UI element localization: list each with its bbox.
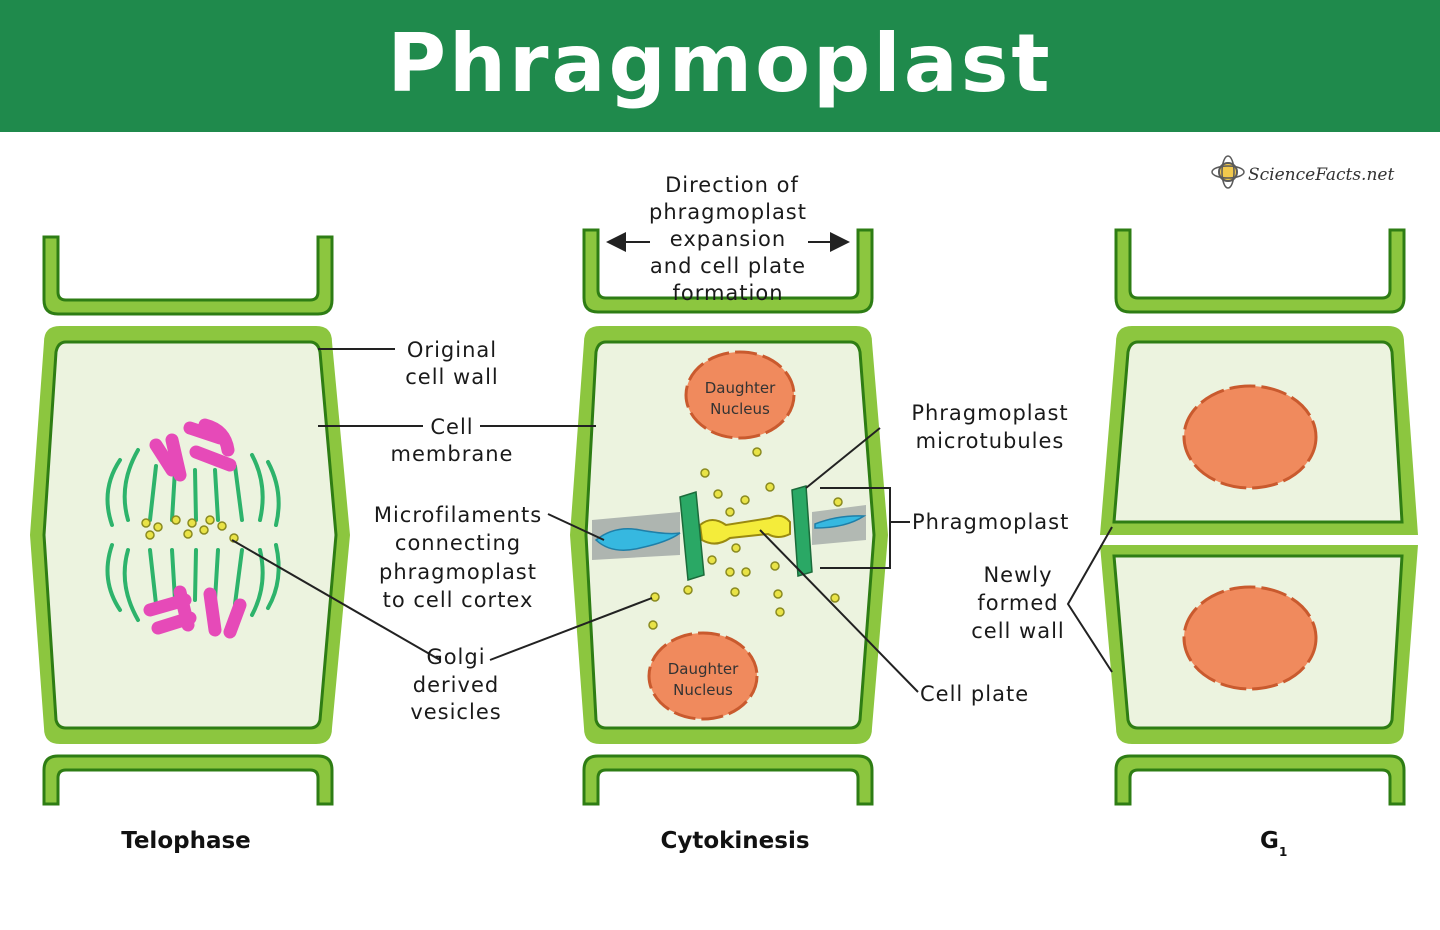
direction-label-line: Direction of	[665, 173, 799, 197]
newly-formed-cell-wall-label: Newly formed cell wall	[971, 563, 1065, 643]
atom-icon	[1218, 162, 1238, 182]
original-cell-wall-label: Original cell wall	[405, 338, 499, 389]
cell-plate	[698, 514, 791, 545]
newly-formed-label-line: Newly	[983, 563, 1052, 587]
top-neighbor-wall	[42, 235, 334, 316]
page-title: Phragmoplast	[387, 17, 1053, 110]
daughter-nucleus-label: Daughter	[668, 660, 739, 678]
direction-label-line: formation	[672, 281, 783, 305]
top-neighbor-wall	[582, 228, 874, 314]
microfilaments-label: Microfilaments connecting phragmoplast t…	[374, 503, 542, 612]
golgi-vesicles-telophase	[141, 515, 239, 543]
logo-text: ScienceFacts.net	[1248, 165, 1394, 185]
stage-label-g1-subscript: 1	[1279, 845, 1287, 859]
phragmoplast-label: Phragmoplast	[912, 510, 1069, 534]
microfilaments-label-line: Microfilaments	[374, 503, 542, 527]
daughter-nucleus-label: Nucleus	[673, 681, 733, 699]
stage-label-g1-letter: G	[1260, 828, 1279, 854]
direction-label: Direction of phragmoplast expansion and …	[649, 173, 807, 305]
golgi-label-line: derived	[413, 673, 499, 697]
top-neighbor-wall	[1114, 228, 1406, 314]
g1-nucleus-lower	[1182, 585, 1318, 691]
original-cell-wall-label-line: Original	[407, 338, 497, 362]
newly-formed-label-line: cell wall	[971, 619, 1065, 643]
phragmoplast-microtubules-label-line: Phragmoplast	[911, 401, 1068, 425]
bottom-neighbor-wall	[582, 754, 874, 806]
title-banner	[0, 0, 1440, 132]
daughter-nucleus-top: Daughter Nucleus	[684, 350, 796, 440]
original-cell-wall-label-line: cell wall	[405, 365, 499, 389]
cytokinesis-cell: Daughter Nucleus Daughter Nucleus	[570, 228, 888, 806]
microfilaments-label-line: connecting	[395, 531, 521, 555]
cell-membrane-label-line: Cell	[430, 415, 473, 439]
cell-plate-label: Cell plate	[920, 682, 1029, 706]
golgi-label: Golgi derived vesicles	[410, 645, 501, 724]
daughter-nucleus-label: Nucleus	[710, 400, 770, 418]
stage-label-cytokinesis: Cytokinesis	[660, 828, 809, 854]
direction-label-line: expansion	[670, 227, 786, 251]
microfilaments	[592, 505, 867, 560]
leader-lines	[231, 232, 1113, 693]
telophase-cell	[30, 235, 350, 806]
direction-label-line: and cell plate	[650, 254, 806, 278]
cell-membrane-label-line: membrane	[391, 442, 514, 466]
newly-formed-label-line: formed	[977, 591, 1058, 615]
direction-label-line: phragmoplast	[649, 200, 807, 224]
cell-membrane-label: Cell membrane	[391, 415, 514, 466]
golgi-label-line: Golgi	[426, 645, 485, 669]
stage-label-g1: G 1	[1260, 828, 1287, 859]
golgi-label-line: vesicles	[410, 700, 501, 724]
phragmoplast-microtubules-label: Phragmoplast microtubules	[911, 401, 1068, 453]
stage-label-telophase: Telophase	[121, 828, 251, 854]
g1-nucleus-upper	[1182, 384, 1318, 490]
phragmoplast-microtubules-label-line: microtubules	[916, 429, 1065, 453]
microfilaments-label-line: to cell cortex	[383, 588, 534, 612]
daughter-nucleus-bottom: Daughter Nucleus	[647, 631, 759, 721]
bottom-neighbor-wall	[42, 754, 334, 806]
daughter-nucleus-label: Daughter	[705, 379, 776, 397]
chromosomes-top	[149, 418, 237, 482]
chromosomes-bottom	[143, 585, 247, 639]
g1-cells	[1100, 228, 1418, 806]
bottom-neighbor-wall	[1114, 754, 1406, 806]
golgi-vesicles-cytokinesis	[648, 447, 843, 630]
phragmoplast-microtubules	[679, 485, 813, 581]
microfilaments-label-line: phragmoplast	[379, 560, 537, 584]
sciencefacts-logo: ScienceFacts.net	[1211, 155, 1394, 189]
